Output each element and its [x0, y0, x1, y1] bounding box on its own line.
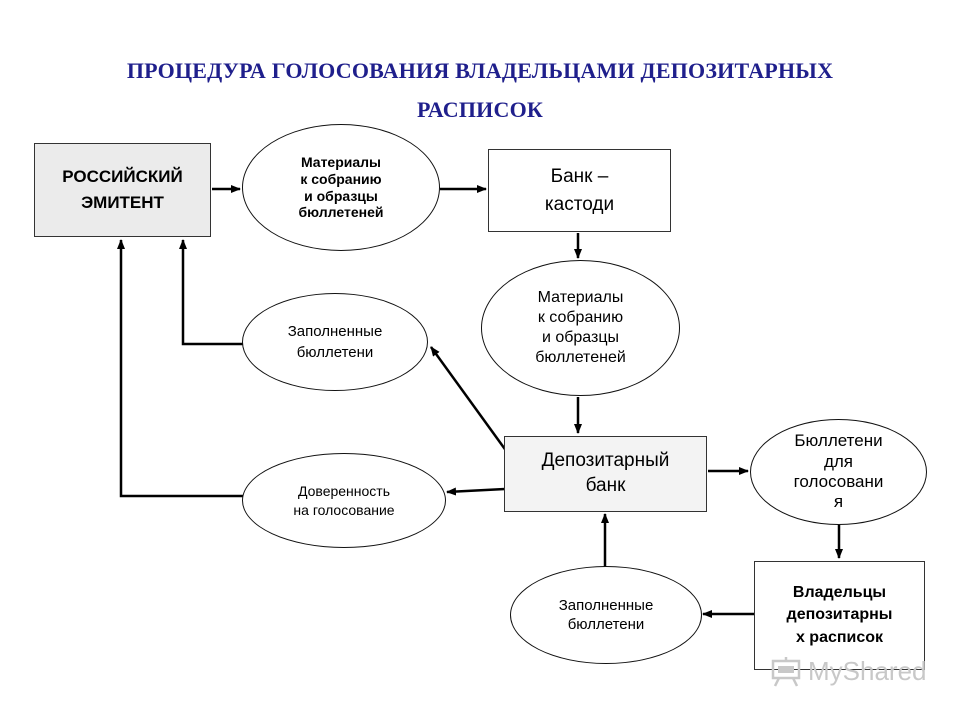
arrow-depositary-to-proxy — [446, 487, 506, 496]
diagram-title-line2: РАСПИСОК — [416, 97, 544, 122]
arrow-depositary-to-filled — [429, 346, 509, 453]
custodian-bank-box: Банк – кастоди — [488, 149, 671, 232]
receipt-holders-box: Владельцы депозитарны х расписок — [754, 561, 925, 670]
materials-ellipse-middle: Материалы к собранию и образцы бюллетене… — [481, 260, 680, 396]
russian-issuer-box: РОССИЙСКИЙ ЭМИТЕНТ — [34, 143, 211, 237]
watermark-text: MyShared — [808, 656, 927, 686]
proxy-ellipse: Доверенность на голосование — [242, 453, 446, 548]
presentation-board-icon — [771, 656, 801, 687]
filled-ballots-ellipse-left: Заполненные бюллетени — [242, 293, 428, 391]
arrow-proxy-to-issuer — [117, 239, 243, 498]
filled-ballots-ellipse-bottom: Заполненные бюллетени — [510, 566, 702, 664]
materials-ellipse-top: Материалы к собранию и образцы бюллетене… — [242, 124, 440, 251]
arrow-filled-to-issuer — [179, 239, 243, 346]
diagram-title-line1: ПРОЦЕДУРА ГОЛОСОВАНИЯ ВЛАДЕЛЬЦАМИ ДЕПОЗИ… — [126, 58, 834, 83]
depositary-bank-box: Депозитарный банк — [504, 436, 707, 512]
ballots-ellipse: Бюллетени для голосовани я — [750, 419, 927, 525]
watermark: MyShared — [770, 656, 927, 687]
